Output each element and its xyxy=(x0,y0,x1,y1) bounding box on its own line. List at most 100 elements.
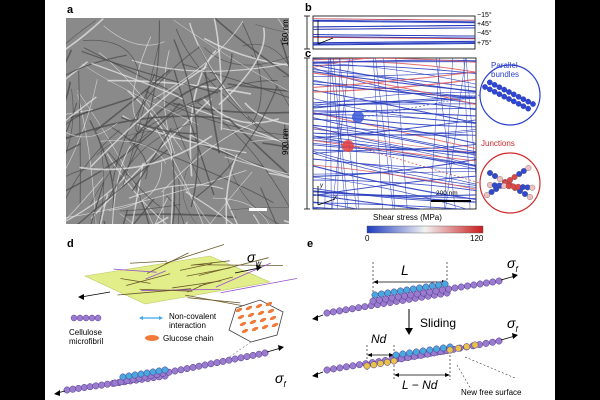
micrograph-fiber xyxy=(171,167,211,224)
fibril-bead xyxy=(336,307,344,315)
overlap-bead xyxy=(422,283,430,291)
free-surface-bead xyxy=(383,358,391,366)
micrograph-fiber xyxy=(112,145,132,224)
overlap-bead xyxy=(428,282,436,290)
glucose-legend-icon xyxy=(145,335,159,341)
micrograph-fiber xyxy=(173,39,199,208)
glucose-chain xyxy=(265,301,273,307)
panel-d-schematic xyxy=(54,244,298,396)
scale-bar-a xyxy=(249,208,267,211)
micrograph-fiber xyxy=(66,169,247,219)
micrograph-fiber xyxy=(201,96,280,124)
micrograph-fiber xyxy=(96,130,168,156)
free-surface-bead xyxy=(463,343,471,351)
panel-c-axis-icon xyxy=(317,186,336,206)
network-fiber xyxy=(395,58,408,209)
micrograph-fiber xyxy=(224,197,238,224)
micrograph-fiber xyxy=(185,191,234,224)
micrograph-fiber xyxy=(282,75,289,78)
glucose-chain xyxy=(257,310,265,316)
micrograph-fiber xyxy=(153,21,244,99)
layer-fiber xyxy=(312,42,476,45)
micrograph-fiber xyxy=(82,39,140,78)
micrograph-fiber xyxy=(77,90,154,224)
network-fiber xyxy=(324,58,329,209)
micrograph-fiber xyxy=(171,153,176,224)
layer-fiber xyxy=(312,37,476,40)
bundle-bead xyxy=(510,98,517,105)
fibril-bead xyxy=(329,308,337,316)
sheet-fiber xyxy=(193,264,284,266)
free-surface-bead xyxy=(363,362,371,370)
overlap-bead xyxy=(390,288,398,296)
network-fiber xyxy=(313,118,476,145)
angle-label-3: −45° xyxy=(477,30,492,37)
sigma-w-arrow-left xyxy=(80,291,111,298)
layer-fiber xyxy=(312,41,476,44)
micrograph-fiber xyxy=(106,153,168,224)
fibril-bead xyxy=(369,297,377,305)
junction-bead xyxy=(487,170,493,176)
bundle-bead xyxy=(486,86,493,93)
free-surface-bead xyxy=(370,361,378,369)
network-fiber xyxy=(435,58,456,209)
parallel-bundles-label: Parallel bundles xyxy=(491,61,520,79)
network-fiber xyxy=(313,126,476,159)
fibril-bead xyxy=(470,281,478,289)
network-fiber xyxy=(337,58,341,209)
micrograph-fiber xyxy=(170,186,174,224)
panel-d-label: d xyxy=(67,238,74,250)
fibril-bead xyxy=(495,277,503,285)
free-surface-bead xyxy=(390,357,398,365)
micrograph-fiber xyxy=(94,196,101,224)
junction-bead xyxy=(529,184,536,191)
micrograph-fiber xyxy=(218,27,266,106)
network-fiber xyxy=(313,117,476,153)
network-fiber xyxy=(313,78,476,93)
micrograph-fiber xyxy=(251,139,289,143)
new-free-surface-label: New free surface xyxy=(461,388,522,397)
bundle-bead xyxy=(486,79,493,86)
micrograph-fiber xyxy=(83,47,180,96)
micrograph-fiber xyxy=(66,115,231,140)
glucose-chain xyxy=(259,317,267,323)
micrograph-fiber xyxy=(277,18,289,36)
micrograph-fiber xyxy=(81,63,199,125)
legend-bead xyxy=(94,314,102,322)
micrograph-fiber xyxy=(183,104,289,146)
sheet-fiber xyxy=(146,252,189,274)
bundle-bead xyxy=(506,89,512,95)
network-fiber xyxy=(313,164,476,190)
bundle-bead xyxy=(491,82,498,88)
interaction-legend-label: Non-covalent interaction xyxy=(169,312,217,330)
glucose-chain xyxy=(235,307,243,313)
fibril-bead xyxy=(355,361,363,369)
fibril-bead xyxy=(476,280,484,288)
micrograph-fiber xyxy=(131,162,144,224)
overlap-bead xyxy=(399,350,407,358)
overlap-bead xyxy=(435,281,443,289)
micrograph-fiber xyxy=(135,186,150,224)
micrograph-fiber xyxy=(175,132,264,168)
fibril-bead xyxy=(342,306,350,314)
overlap-bead xyxy=(433,345,440,353)
junction-bead xyxy=(484,192,490,198)
micrograph-fiber xyxy=(189,22,249,117)
micrograph-fiber xyxy=(127,90,173,161)
micrograph-fiber xyxy=(197,45,289,146)
panel-e-label: e xyxy=(307,238,314,250)
network-fiber xyxy=(313,64,476,93)
micrograph-fiber xyxy=(107,151,161,207)
bundle-bead xyxy=(520,103,527,109)
micrograph-fiber xyxy=(162,190,165,224)
network-fiber xyxy=(313,72,476,106)
scale-label-c: 200 nm xyxy=(436,190,458,197)
overlap-bead xyxy=(441,280,449,288)
figure-panel: a b 160 nm −15° +45° −45° +75° c xyxy=(45,0,555,400)
fibril-bead xyxy=(489,278,497,286)
micrograph-fiber xyxy=(242,22,262,124)
micrograph-fiber xyxy=(66,96,97,121)
sigma-w-label: σw xyxy=(247,249,262,268)
panel-c-simulation xyxy=(304,57,541,234)
panel-b-label: b xyxy=(305,2,312,14)
